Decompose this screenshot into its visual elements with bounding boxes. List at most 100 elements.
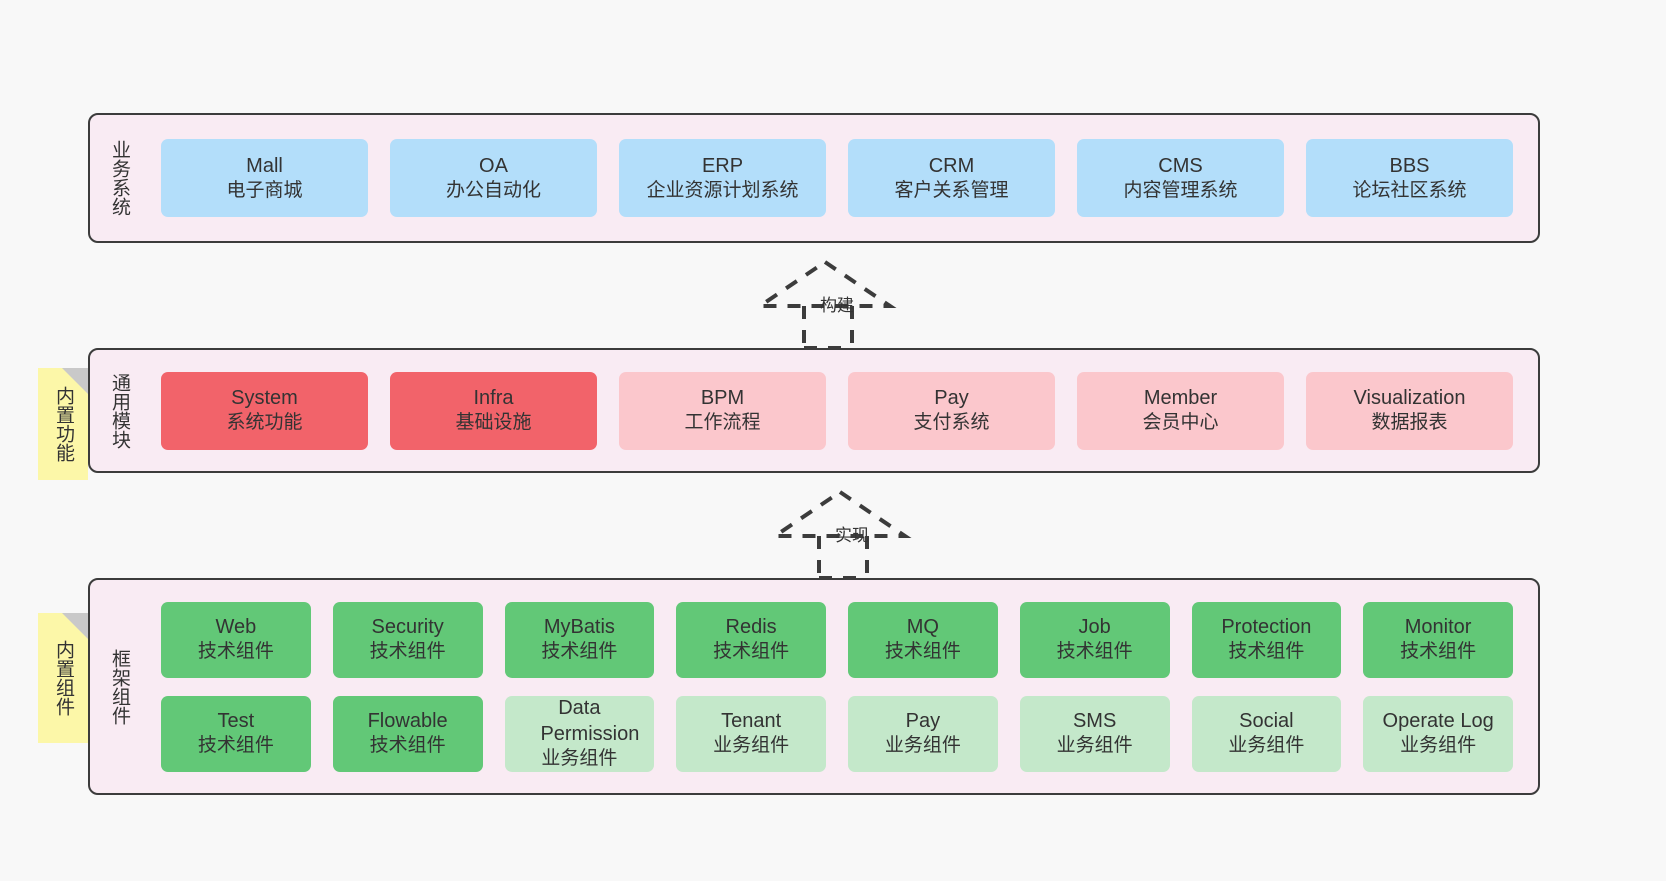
node-subtitle: 技术组件 (884, 641, 961, 663)
node-title: CRM (928, 154, 975, 177)
node-mall[interactable]: Mall 电子商城 (161, 139, 368, 217)
note-fold-icon (62, 613, 88, 639)
node-subtitle: 业务组件 (1400, 735, 1477, 757)
cell: Test 技术组件 (150, 695, 322, 772)
cell: Flowable 技术组件 (322, 695, 494, 772)
cell: MyBatis 技术组件 (494, 601, 666, 678)
node-mybatis[interactable]: MyBatis 技术组件 (504, 601, 655, 678)
layer-body-common-module: System 系统功能 Infra 基础设施 BPM 工作流程 (142, 350, 1538, 471)
node-subtitle: 业务组件 (541, 748, 618, 770)
node-job[interactable]: Job 技术组件 (1019, 601, 1170, 678)
cell: Social 业务组件 (1181, 695, 1353, 772)
node-subtitle: 客户关系管理 (894, 179, 1009, 201)
node-subtitle: 技术组件 (541, 641, 618, 663)
node-subtitle: 论坛社区系统 (1352, 179, 1467, 201)
cell: ERP 企业资源计划系统 (608, 139, 837, 217)
node-web[interactable]: Web 技术组件 (161, 601, 311, 678)
node-title: Data Permission (540, 697, 640, 746)
node-monitor[interactable]: Monitor 技术组件 (1363, 601, 1513, 678)
node-title: Flowable (367, 710, 448, 733)
node-title: Monitor (1404, 616, 1472, 639)
cell: Web 技术组件 (150, 601, 322, 678)
node-title: Member (1143, 387, 1218, 410)
node-bbs[interactable]: BBS 论坛社区系统 (1306, 139, 1513, 217)
node-crm[interactable]: CRM 客户关系管理 (848, 139, 1055, 217)
node-data-permission[interactable]: Data Permission 业务组件 (504, 695, 655, 772)
node-subtitle: 数据报表 (1371, 412, 1448, 434)
node-subtitle: 基础设施 (455, 412, 532, 434)
node-infra[interactable]: Infra 基础设施 (390, 371, 597, 450)
node-pay-business[interactable]: Pay 业务组件 (848, 695, 998, 772)
connector-build-label: 构建 (820, 296, 854, 315)
node-security[interactable]: Security 技术组件 (332, 601, 483, 678)
node-redis[interactable]: Redis 技术组件 (676, 601, 826, 678)
layer-common-module: 通用模块 System 系统功能 Infra 基础设施 (88, 348, 1540, 473)
node-title: Web (215, 616, 257, 639)
node-system[interactable]: System 系统功能 (161, 371, 368, 450)
node-cms[interactable]: CMS 内容管理系统 (1077, 139, 1284, 217)
cell: Data Permission 业务组件 (494, 695, 666, 772)
cell: System 系统功能 (150, 371, 379, 450)
cell: Operate Log 业务组件 (1352, 695, 1524, 772)
node-pay[interactable]: Pay 支付系统 (848, 371, 1055, 450)
node-title: Operate Log (1382, 710, 1494, 733)
node-sms[interactable]: SMS 业务组件 (1019, 695, 1170, 772)
node-title: MyBatis (543, 616, 615, 639)
node-subtitle: 电子商城 (226, 179, 303, 201)
node-member[interactable]: Member 会员中心 (1077, 371, 1284, 450)
node-title: Security (371, 616, 444, 639)
node-subtitle: 业务组件 (1228, 735, 1305, 757)
node-tenant[interactable]: Tenant 业务组件 (676, 695, 826, 772)
node-erp[interactable]: ERP 企业资源计划系统 (619, 139, 826, 217)
node-title: Redis (725, 616, 777, 639)
sticky-note-label: 内置功能 (52, 386, 74, 462)
cell: BBS 论坛社区系统 (1295, 139, 1524, 217)
node-protection[interactable]: Protection 技术组件 (1191, 601, 1342, 678)
node-title: CMS (1158, 154, 1203, 177)
node-subtitle: 技术组件 (1228, 641, 1305, 663)
node-subtitle: 业务组件 (713, 735, 790, 757)
node-subtitle: 技术组件 (1400, 641, 1477, 663)
cell: Member 会员中心 (1066, 371, 1295, 450)
node-title: BPM (700, 387, 745, 410)
node-title: Test (217, 710, 255, 733)
connector-implement-label: 实现 (835, 526, 869, 545)
node-subtitle: 技术组件 (1056, 641, 1133, 663)
node-social[interactable]: Social 业务组件 (1191, 695, 1342, 772)
sticky-note-builtin-feature: 内置功能 (38, 368, 88, 480)
layer-title-common-module: 通用模块 (108, 372, 130, 449)
node-title: Social (1239, 710, 1294, 733)
node-flowable[interactable]: Flowable 技术组件 (332, 695, 483, 772)
node-subtitle: 技术组件 (369, 735, 446, 757)
node-title: Tenant (721, 710, 782, 733)
node-title: Visualization (1353, 387, 1466, 410)
node-title: SMS (1072, 710, 1117, 733)
node-operate-log[interactable]: Operate Log 业务组件 (1363, 695, 1513, 772)
note-fold-icon (62, 368, 88, 394)
node-subtitle: 技术组件 (713, 641, 790, 663)
layer-title-framework-component: 框架组件 (108, 648, 130, 725)
node-bpm[interactable]: BPM 工作流程 (619, 371, 826, 450)
cell: MQ 技术组件 (837, 601, 1009, 678)
node-title: Job (1078, 616, 1111, 639)
node-visualization[interactable]: Visualization 数据报表 (1306, 371, 1513, 450)
layer-row: Test 技术组件 Flowable 技术组件 Data Permission … (150, 695, 1524, 772)
layer-title-business-system: 业务系统 (108, 140, 130, 216)
layer-row: Web 技术组件 Security 技术组件 MyBatis 技术组件 (150, 601, 1524, 678)
connector-implement: 实现 (768, 488, 915, 580)
node-mq[interactable]: MQ 技术组件 (848, 601, 998, 678)
cell: Visualization 数据报表 (1295, 371, 1524, 450)
node-subtitle: 内容管理系统 (1123, 179, 1238, 201)
node-oa[interactable]: OA 办公自动化 (390, 139, 597, 217)
node-test[interactable]: Test 技术组件 (161, 695, 311, 772)
node-title: Infra (473, 387, 514, 410)
cell: BPM 工作流程 (608, 371, 837, 450)
node-subtitle: 办公自动化 (445, 179, 541, 201)
cell: Pay 支付系统 (837, 371, 1066, 450)
cell: Redis 技术组件 (665, 601, 837, 678)
node-title: ERP (701, 154, 744, 177)
cell: Security 技术组件 (322, 601, 494, 678)
cell: Mall 电子商城 (150, 139, 379, 217)
cell: CRM 客户关系管理 (837, 139, 1066, 217)
